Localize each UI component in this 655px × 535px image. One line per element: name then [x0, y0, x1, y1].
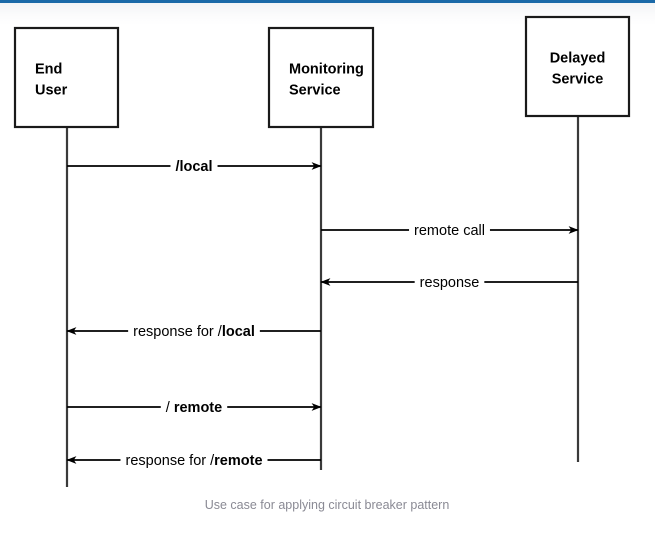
message-msg-local-response[interactable]: response for /local	[66, 324, 321, 340]
diagram-caption: Use case for applying circuit breaker pa…	[205, 498, 450, 512]
message-msg-remote-request-response[interactable]: response for /remote	[66, 453, 321, 469]
top-gradient-strip	[0, 3, 655, 25]
participant-label-end-user-line2: User	[35, 83, 68, 99]
participant-label-monitoring-service-line2: Service	[289, 83, 341, 99]
participant-label-delayed-service-line1: Delayed	[550, 51, 606, 67]
message-msg-remote-request[interactable]: / remote	[67, 400, 322, 416]
message-msg-remote-call[interactable]: remote call	[321, 223, 579, 239]
message-label-msg-remote-response: response	[420, 275, 480, 291]
message-msg-remote-response[interactable]: response	[320, 275, 578, 291]
participant-label-delayed-service-line2: Service	[552, 72, 604, 88]
participant-box-end-user	[13, 26, 120, 129]
participant-label-monitoring-service-line1: Monitoring	[289, 62, 364, 78]
message-label-msg-local-request: /local	[175, 159, 212, 175]
lifelines-group	[65, 116, 580, 487]
message-label-msg-remote-call: remote call	[414, 223, 485, 239]
top-accent-bar	[0, 0, 655, 3]
messages-group: /local remote call response response for /l…	[66, 159, 579, 469]
message-label-msg-remote-request: / remote	[166, 400, 222, 416]
message-msg-local-request[interactable]: /local	[67, 159, 322, 175]
message-label-msg-remote-request-response: response for /remote	[125, 453, 262, 469]
message-label-msg-local-response: response for /local	[133, 324, 255, 340]
participant-box-monitoring-service	[267, 26, 375, 129]
participant-box-delayed-service	[524, 15, 631, 118]
participant-label-end-user-line1: End	[35, 62, 62, 78]
